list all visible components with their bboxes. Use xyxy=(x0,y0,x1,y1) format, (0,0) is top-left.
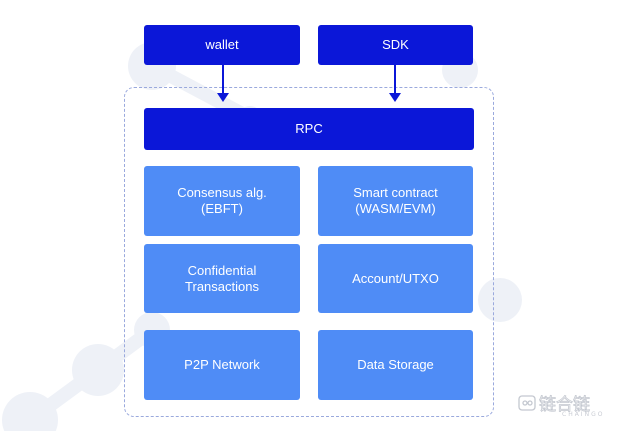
smart-contract-box: Smart contract (WASM/EVM) xyxy=(318,166,473,236)
chaingo-logo: 链合链 xyxy=(518,395,590,415)
sdk-to-rpc-arrow xyxy=(389,65,401,102)
wallet-label: wallet xyxy=(205,37,239,52)
data-storage-box: Data Storage xyxy=(318,330,473,400)
rpc-label: RPC xyxy=(295,121,323,136)
confidential-transactions-box: Confidential Transactions xyxy=(144,244,300,313)
confidential-transactions-label: Confidential Transactions xyxy=(185,262,259,294)
logo-text: 链合链 xyxy=(539,395,590,415)
wallet-box: wallet xyxy=(144,25,300,65)
data-storage-label: Data Storage xyxy=(357,357,434,372)
p2p-network-box: P2P Network xyxy=(144,330,300,400)
sdk-label: SDK xyxy=(382,37,409,52)
wallet-to-rpc-arrow xyxy=(217,65,229,102)
rpc-box: RPC xyxy=(144,108,474,150)
account-utxo-box: Account/UTXO xyxy=(318,244,473,313)
node-container xyxy=(124,87,494,417)
consensus-box: Consensus alg. (EBFT) xyxy=(144,166,300,236)
brand-text: CHAINGO xyxy=(562,411,605,418)
p2p-network-label: P2P Network xyxy=(184,357,260,372)
account-utxo-label: Account/UTXO xyxy=(352,270,439,286)
consensus-label: Consensus alg. (EBFT) xyxy=(177,185,267,216)
sdk-box: SDK xyxy=(318,25,473,65)
smart-contract-label: Smart contract (WASM/EVM) xyxy=(353,185,438,216)
